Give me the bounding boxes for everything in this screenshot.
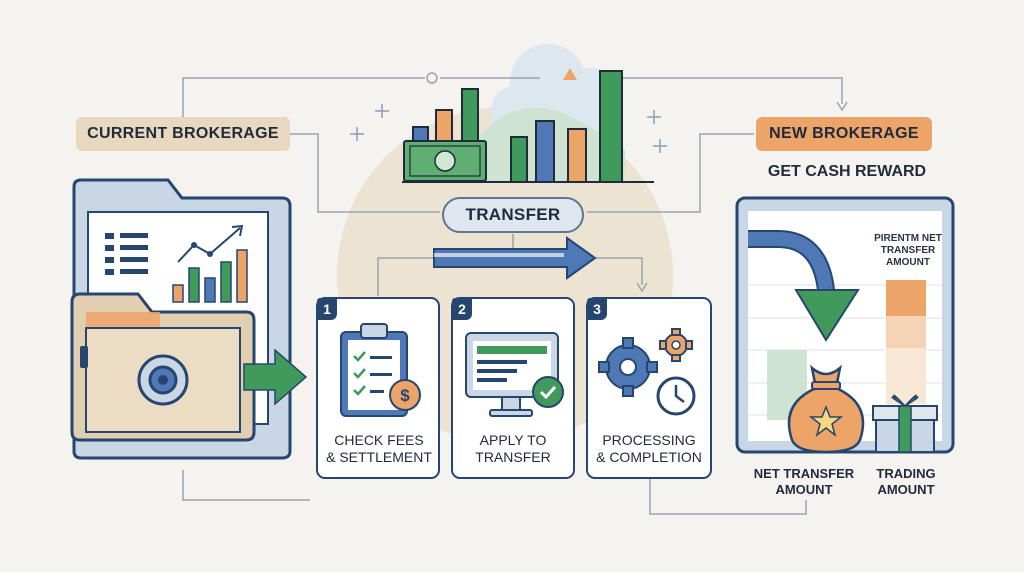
net-transfer-amount-label: NET TRANSFER AMOUNT — [742, 466, 866, 498]
step-number-3: 3 — [587, 298, 607, 320]
net-transfer-line2: AMOUNT — [775, 482, 833, 497]
panel-note-line3: AMOUNT — [886, 257, 930, 268]
current-brokerage-label: CURRENT BROKERAGE — [76, 117, 290, 151]
gift-box-icon — [872, 394, 938, 453]
trading-amount-label: TRADING AMOUNT — [866, 466, 946, 498]
step-label-3: PROCESSING & COMPLETION — [587, 432, 711, 466]
new-brokerage-label: NEW BROKERAGE — [756, 117, 932, 151]
transfer-label: TRANSFER — [442, 197, 584, 233]
step-number-1: 1 — [317, 298, 337, 320]
gears-clock-icon — [598, 328, 696, 416]
panel-note-line1: PIRENTM NET — [874, 233, 942, 244]
svg-text:$: $ — [400, 386, 410, 405]
transfer-arrow-icon — [433, 236, 597, 280]
connector-node — [426, 72, 438, 84]
arrowhead-icon — [636, 282, 648, 293]
trading-line2: AMOUNT — [877, 482, 935, 497]
step-label-1-line2: & SETTLEMENT — [326, 449, 432, 465]
step-number-2: 2 — [452, 298, 472, 320]
folder-safe-icon — [70, 292, 256, 442]
panel-note: PIRENTM NET TRANSFER AMOUNT — [866, 233, 950, 269]
trading-line1: TRADING — [876, 466, 936, 481]
step-label-2-line1: APPLY TO — [479, 432, 547, 448]
net-transfer-line1: NET TRANSFER — [753, 466, 855, 481]
arrow-right-icon — [243, 348, 308, 406]
cash-reward-heading: GET CASH REWARD — [767, 163, 927, 180]
step-label-1-line1: CHECK FEES — [334, 432, 424, 448]
arrowhead-icon — [836, 101, 848, 112]
panel-note-line2: TRANSFER — [880, 245, 936, 256]
sparkle-icon — [350, 104, 667, 153]
step-label-2-line2: TRANSFER — [475, 449, 551, 465]
computer-monitor-check-icon — [465, 332, 564, 417]
step-label-1: CHECK FEES & SETTLEMENT — [318, 432, 440, 466]
clipboard-checklist-icon: $ — [340, 323, 421, 417]
money-bag-star-icon — [787, 364, 865, 454]
triangle-icon — [563, 68, 577, 80]
cash-bill-icon — [403, 140, 487, 182]
step-label-2: APPLY TO TRANSFER — [452, 432, 574, 466]
step-label-3-line1: PROCESSING — [602, 432, 696, 448]
step-label-3-line2: & COMPLETION — [596, 449, 702, 465]
